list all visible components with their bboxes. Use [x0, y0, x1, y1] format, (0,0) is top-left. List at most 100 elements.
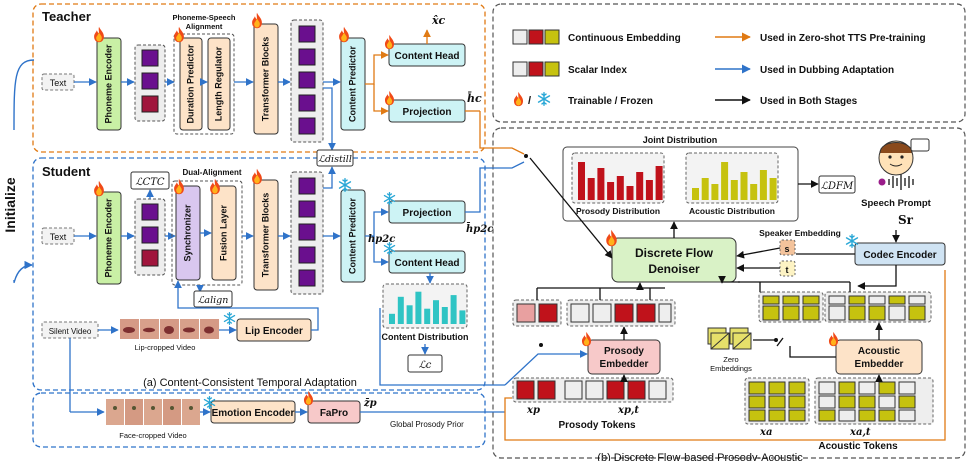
svg-text:Projection: Projection: [403, 107, 452, 118]
teacher-frame: [32, 3, 486, 153]
svg-text:Face-cropped Video: Face-cropped Video: [119, 431, 186, 440]
fire-icon: [174, 26, 184, 43]
flow-frame: [492, 127, 966, 459]
svg-text:Alignment: Alignment: [186, 22, 223, 31]
legend-zero-shot: Used in Zero-shot TTS Pre-training: [760, 33, 926, 44]
distribution-bar: [587, 178, 595, 200]
legend-continuous: Continuous Embedding: [568, 33, 681, 44]
svg-text:Prosody Distribution: Prosody Distribution: [576, 206, 660, 216]
distribution-bar: [655, 166, 663, 200]
svg-text:t: t: [786, 265, 789, 275]
prosody-switch: [504, 350, 588, 386]
emotion-frame: [32, 392, 486, 448]
distribution-bar: [626, 186, 634, 200]
l-c-box: [407, 354, 443, 373]
svg-text:Silent Video: Silent Video: [49, 327, 92, 336]
distribution-bar: [389, 313, 395, 324]
svg-text:FaPro: FaPro: [320, 408, 348, 419]
distribution-bar: [450, 295, 457, 324]
legend-scalar: Scalar Index: [568, 65, 627, 76]
distribution-bar: [459, 310, 466, 324]
svg-text:s: s: [784, 244, 789, 254]
teacher-to-denoiser-line: [479, 111, 525, 155]
lip-video-frames: [120, 319, 219, 339]
teacher-phoneme-encoder: [96, 37, 122, 131]
fire-icon: [828, 331, 839, 347]
length-regulator: [207, 37, 231, 131]
h-bar-p2c-label: h̄p2c: [466, 223, 493, 235]
svg-text:Synchronizer: Synchronizer: [182, 204, 192, 262]
svg-text:Acoustic: Acoustic: [858, 346, 901, 357]
svg-text:Phoneme-Speech: Phoneme-Speech: [173, 13, 236, 22]
l-align-box: [193, 290, 233, 308]
distribution-bar: [711, 184, 719, 200]
teacher-transformer-blocks: [253, 23, 279, 135]
svg-text:Text: Text: [50, 232, 67, 242]
svg-text:ℒdistill: ℒdistill: [318, 154, 352, 165]
timestep-box: [779, 260, 796, 277]
caption-b: (b) Discrete Flow-based Prosody-Acoustic: [597, 452, 803, 461]
svg-text:Transformer Blocks: Transformer Blocks: [260, 37, 270, 122]
svg-text:Fusion Layer: Fusion Layer: [218, 204, 228, 261]
svg-text:Embedder: Embedder: [855, 359, 904, 370]
fire-icon: [252, 12, 262, 29]
acoustic-tokens-label: Acoustic Tokens: [818, 441, 898, 452]
prosody-distribution-bars: [578, 162, 663, 200]
fire-icon: [94, 180, 104, 197]
x-c-label: x̂c: [431, 14, 446, 27]
distribution-bar: [769, 178, 777, 200]
acoustic-embedding-stack: [758, 291, 932, 323]
dual-alignment-group: [171, 180, 243, 286]
svg-text:Content Head: Content Head: [395, 51, 460, 62]
svg-text:Emotion Encoder: Emotion Encoder: [212, 408, 295, 419]
svg-text:Dual-Alignment: Dual-Alignment: [182, 168, 241, 177]
svg-text:Content Distribution: Content Distribution: [382, 332, 469, 342]
content-distribution-bars: [389, 291, 466, 324]
student-content-head: [388, 250, 466, 274]
distribution-bar: [597, 168, 605, 200]
z-p-label: z̄p: [363, 398, 377, 409]
svg-text:ℒc: ℒc: [419, 360, 432, 371]
student-to-denoiser-line: [465, 161, 525, 213]
legend-dubbing: Used in Dubbing Adaptation: [760, 65, 894, 76]
speech-prompt-label: Speech Prompt: [861, 198, 932, 209]
svg-text:Global Prosody Prior: Global Prosody Prior: [390, 420, 464, 429]
distribution-bar: [424, 308, 431, 324]
student-frame: [32, 157, 486, 391]
svg-text:Phoneme Encoder: Phoneme Encoder: [103, 44, 113, 124]
legend-frame: [492, 3, 966, 123]
joint-distribution-label: Joint Distribution: [643, 135, 718, 145]
fire-icon: [581, 331, 592, 347]
svg-text:/: /: [528, 95, 531, 107]
svg-text:Content Predictor: Content Predictor: [347, 46, 357, 123]
s-r-label: Sr: [898, 213, 914, 227]
student-phoneme-encoder: [96, 191, 122, 285]
distribution-bar: [397, 296, 404, 324]
caption-a: (a) Content-Consistent Temporal Adaptati…: [143, 377, 357, 389]
svg-text:Prosody: Prosody: [604, 346, 644, 357]
x-pt-label: xp,t: [617, 405, 639, 416]
fire-icon: [94, 26, 104, 43]
legend-trainable: Trainable / Frozen: [568, 96, 653, 107]
fire-icon: [606, 229, 617, 247]
svg-text:Lip Encoder: Lip Encoder: [245, 326, 303, 337]
svg-text:Denoiser: Denoiser: [648, 262, 700, 276]
lip-to-prosody-line: [379, 308, 505, 386]
acoustic-distribution-bars: [692, 162, 777, 200]
svg-text:Projection: Projection: [403, 208, 452, 219]
speaker-embedding-box: [779, 239, 796, 256]
l-dfm-box: [818, 175, 856, 194]
fusion-layer: [211, 185, 237, 281]
svg-text:Length Regulator: Length Regulator: [213, 46, 223, 121]
fire-icon: [513, 91, 524, 107]
zero-embeddings-stack: [707, 327, 752, 350]
fire-icon: [252, 168, 262, 185]
x-a-label: xa: [759, 427, 772, 438]
fire-icon: [339, 26, 349, 43]
x-p-label: xp: [526, 405, 540, 416]
distribution-bar: [721, 162, 729, 200]
svg-text:ℒDFM: ℒDFM: [821, 181, 854, 192]
svg-text:ℒCTC: ℒCTC: [135, 177, 165, 188]
snowflake-icon: [223, 312, 236, 325]
distribution-bar: [645, 180, 653, 200]
